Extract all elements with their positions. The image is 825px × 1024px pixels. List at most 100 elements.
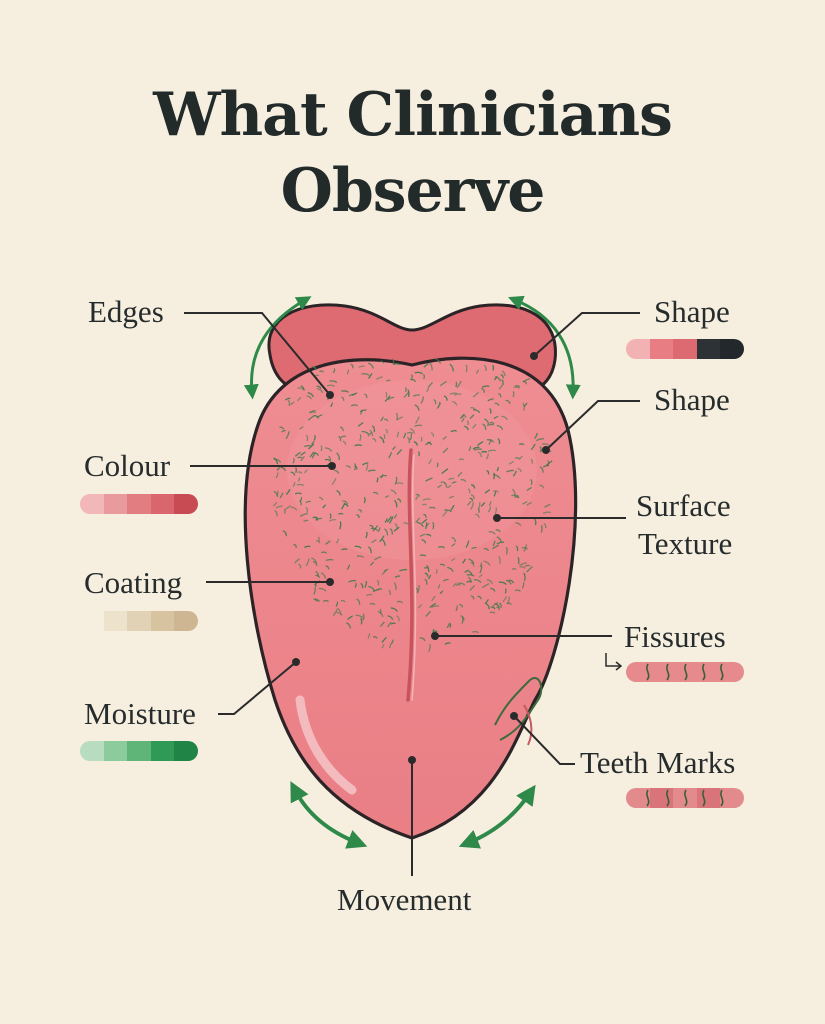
papilla-mark [341,390,349,393]
papilla-mark [505,399,511,404]
label-shape-second: Shape [654,382,730,417]
papilla-mark [354,545,362,549]
papilla-mark [379,436,385,444]
tongue-back-shade [287,380,537,560]
papilla-mark [338,512,344,515]
papilla-mark [508,461,515,465]
papilla-mark [354,462,357,471]
papilla-mark [458,458,465,461]
papilla-mark [356,598,361,605]
papilla-mark [423,513,427,518]
papilla-mark [481,450,488,453]
papilla-mark [355,614,364,619]
papilla-mark [434,357,442,364]
papilla-mark [409,427,416,434]
papilla-mark [481,583,490,589]
papilla-mark [424,572,429,577]
papilla-mark [325,540,331,545]
papilla-mark [421,518,428,524]
leader-line-shape-second [545,400,640,451]
papilla-mark [523,572,526,581]
papilla-mark [383,433,386,440]
papilla-mark [437,401,441,409]
papilla-mark [299,496,303,502]
papilla-mark [300,455,305,462]
papilla-mark [383,418,389,422]
papilla-mark [547,460,550,466]
papilla-mark [364,580,368,588]
papilla-mark [325,558,334,562]
papilla-mark [485,453,489,460]
papilla-mark [453,393,462,396]
papilla-mark [367,632,371,639]
papilla-mark [385,428,388,434]
label-teeth-marks: Teeth Marks [580,745,736,780]
papilla-mark [467,488,471,494]
papilla-mark [431,605,440,608]
papilla-mark [545,460,553,466]
papilla-mark [314,452,319,456]
papilla-mark [472,391,479,398]
papilla-mark [361,430,370,435]
papilla-mark [428,458,432,465]
papilla-mark [365,531,368,539]
papilla-mark [498,393,502,398]
papilla-mark [451,543,456,547]
double-arrow-icon [243,296,312,400]
papilla-mark [285,488,291,496]
papilla-mark [439,380,447,387]
papilla-mark [457,582,466,586]
papilla-mark [332,368,336,374]
swatch-segment [80,494,104,514]
papilla-mark [429,602,437,609]
papilla-mark [273,490,279,497]
papilla-mark [465,364,468,373]
papilla-mark [368,585,375,591]
papilla-mark [484,489,491,494]
coating-swatch [80,611,198,631]
papilla-mark [511,494,520,497]
papilla-mark [388,589,391,596]
papilla-mark [490,587,496,592]
papilla-mark [273,458,282,463]
papilla-mark [336,538,339,544]
papilla-mark [449,392,458,395]
papilla-mark [461,616,464,624]
papilla-mark [487,398,494,402]
swatch-segment [174,611,198,631]
papilla-mark [479,565,483,574]
label-shape-top: Shape [654,294,730,329]
papilla-mark [451,481,457,484]
papilla-mark [379,474,388,478]
papilla-mark [461,417,465,423]
swatch-segment [150,611,175,631]
papilla-mark [365,463,369,471]
papilla-mark [298,563,302,569]
papilla-mark [496,466,499,472]
papilla-mark [466,420,469,426]
papilla-mark [346,622,352,629]
papilla-mark [384,395,391,402]
papilla-mark [403,391,410,398]
papilla-mark [387,396,395,401]
papilla-mark [429,362,433,371]
papilla-mark [393,526,400,532]
papilla-mark [297,471,303,474]
papilla-mark [539,484,545,489]
papilla-mark [294,492,302,495]
papilla-mark [328,455,332,463]
papilla-mark [334,469,340,474]
colour-swatch [80,494,198,514]
papilla-mark [396,600,404,604]
papilla-mark [404,386,407,392]
papilla-mark [308,443,315,450]
double-arrow-icon [290,781,368,849]
page-title-line-2: Observe [280,156,546,226]
papilla-mark [449,363,454,372]
papilla-mark [483,560,491,566]
papilla-mark [456,380,462,389]
papilla-mark [342,440,347,445]
papilla-mark [428,643,431,652]
papilla-mark [526,486,532,492]
papilla-mark [437,583,441,589]
